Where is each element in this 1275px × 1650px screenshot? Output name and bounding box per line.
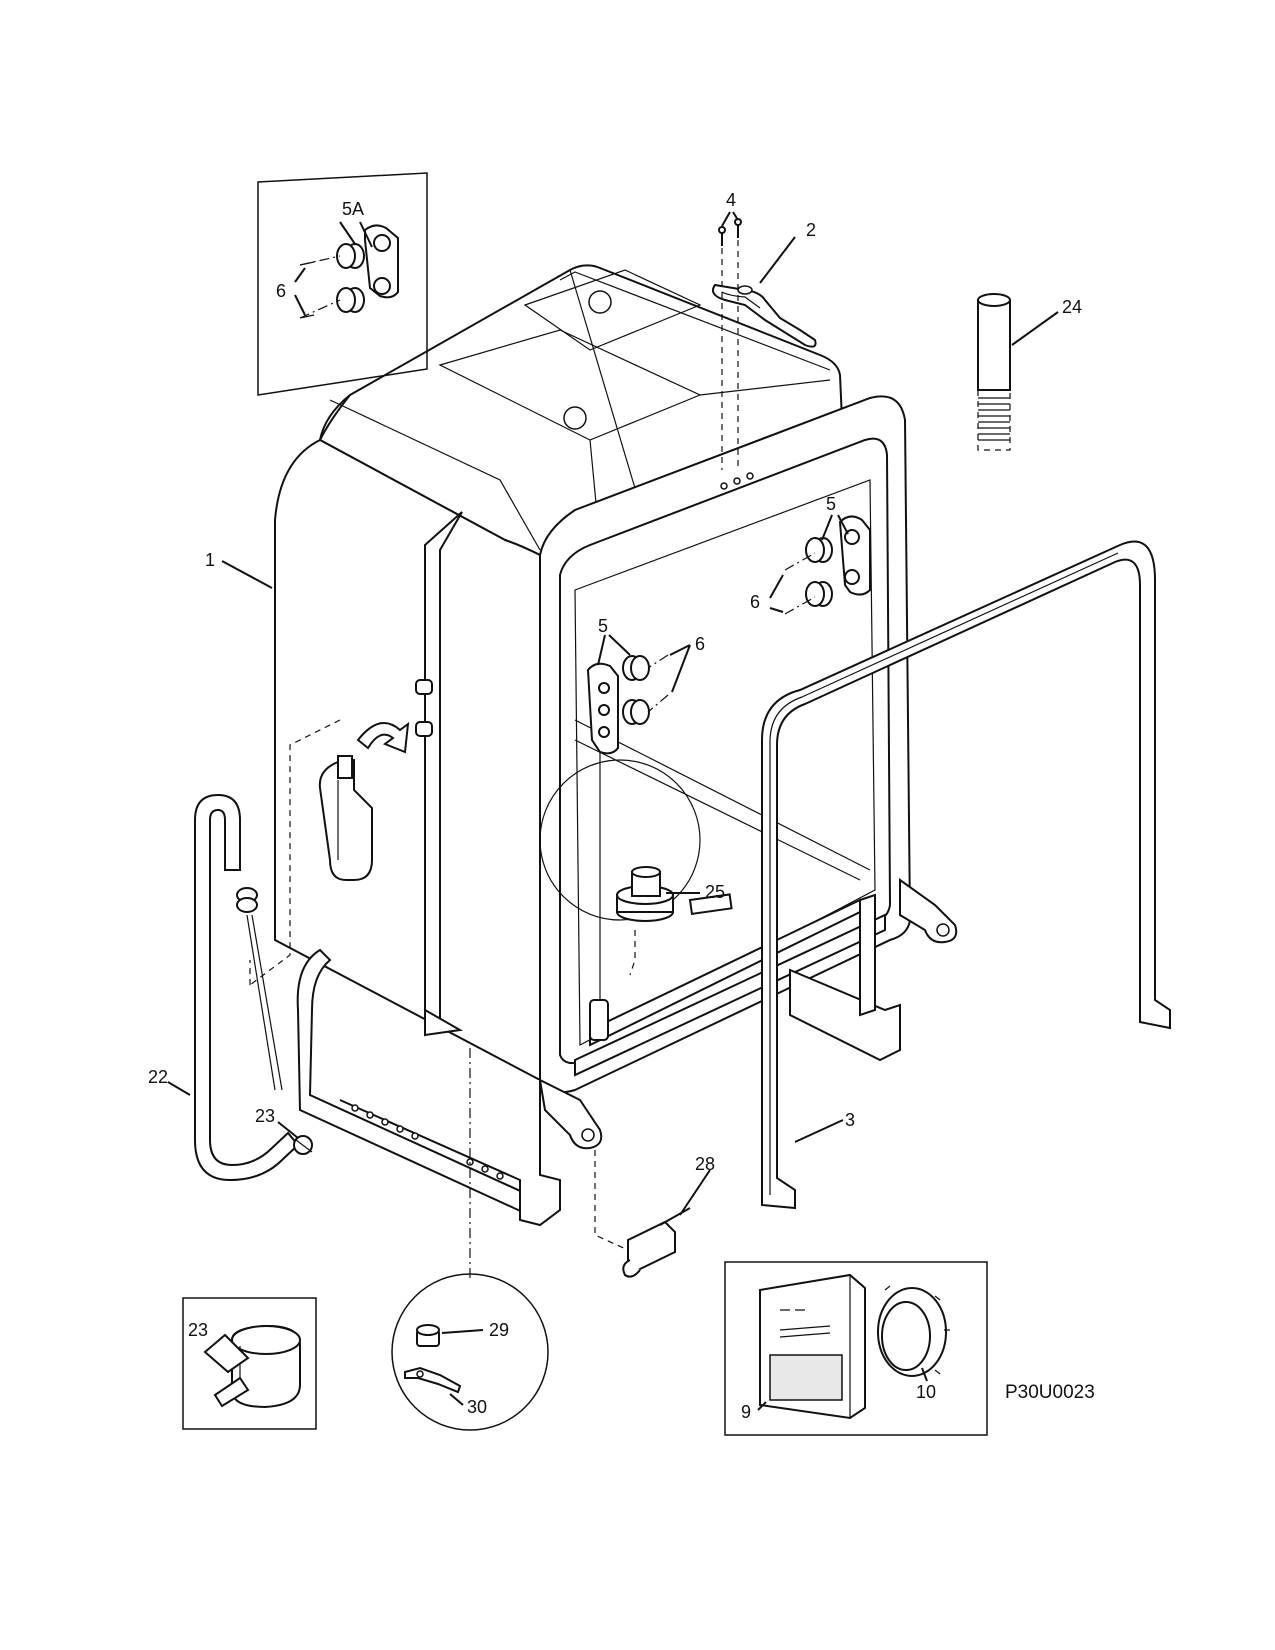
callout-28: 28 [695,1154,715,1174]
callout-24: 24 [1062,297,1082,317]
callout-23-inset: 23 [188,1320,208,1340]
callout-4: 4 [726,190,736,210]
callout-6-right: 6 [750,592,760,612]
callout-5-top: 5 [826,494,836,514]
callout-6-left: 6 [695,634,705,654]
callout-2: 2 [806,220,816,240]
callout-1: 1 [205,550,215,570]
callout-3: 3 [845,1110,855,1130]
part-1-leader [221,560,273,589]
part-5-right-rollers [769,514,871,615]
callout-29: 29 [489,1320,509,1340]
inset-23-clamp [182,1297,317,1430]
callout-9: 9 [741,1402,751,1422]
callout-5-left: 5 [598,616,608,636]
callout-6-inset: 6 [276,281,286,301]
callout-22: 22 [148,1067,168,1087]
inset-29-30 [391,1273,549,1431]
callout-10: 10 [916,1382,936,1402]
part-23-clamps [236,887,313,1155]
callout-30: 30 [467,1397,487,1417]
part-2-bracket [712,236,817,348]
base-rail-holes [351,1104,504,1180]
callout-25: 25 [705,882,725,902]
inset-9-10 [724,1261,988,1436]
drawing-code: P30U0023 [1005,1382,1095,1403]
part-22-hose [167,793,300,1182]
part-5-left-rollers [586,634,691,755]
callout-5a: 5A [342,199,364,219]
callout-23-hose: 23 [255,1106,275,1126]
inset-5a [257,172,428,396]
part-3-gasket [761,540,1171,1210]
part-25-float [616,866,700,922]
part-28-switch [594,1150,711,1278]
part-4-screws [718,211,742,470]
part-24-leg [977,293,1059,451]
